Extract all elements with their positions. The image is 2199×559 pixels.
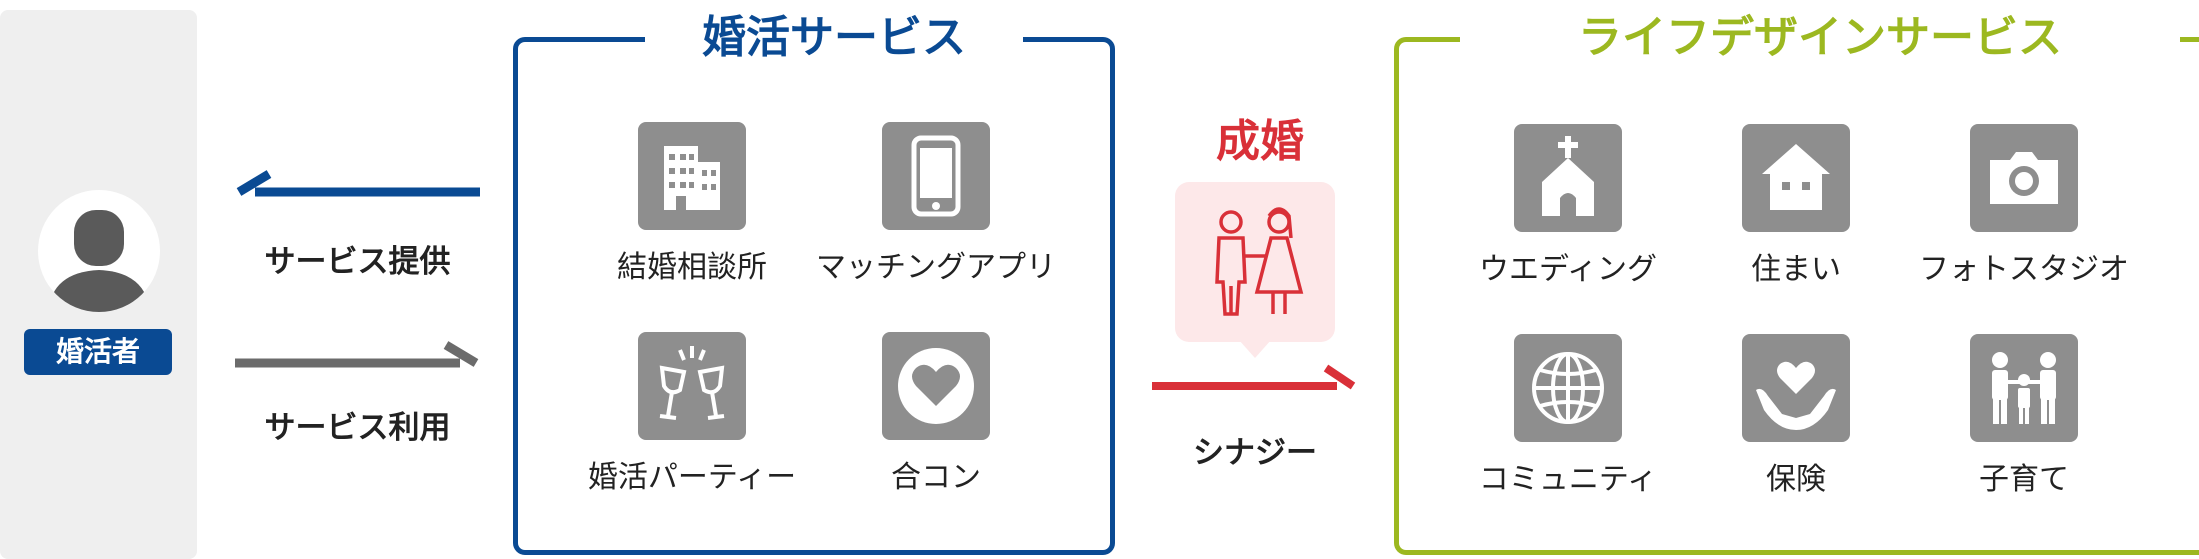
globe-icon	[1514, 334, 1622, 442]
synergy-label: シナジー	[1193, 435, 1317, 471]
service-label: コミュニティ	[1478, 462, 1658, 497]
heart-hands-icon	[1742, 334, 1850, 442]
synergy-arrow	[1152, 364, 1356, 390]
smartphone-icon	[882, 122, 990, 230]
marriage-label: 成婚	[1216, 116, 1304, 167]
service-provide-label: サービス提供	[264, 244, 451, 280]
service-label: ウエディング	[1479, 252, 1657, 287]
service-label: 婚活パーティー	[587, 460, 797, 495]
camera-icon	[1970, 124, 2078, 232]
house-icon	[1742, 124, 1850, 232]
toast-glasses-icon	[638, 332, 746, 440]
person-icon	[38, 190, 160, 312]
user-badge: 婚活者	[24, 329, 172, 375]
family-icon	[1970, 334, 2078, 442]
service-label: 保険	[1766, 462, 1826, 497]
service-label: 住まい	[1751, 252, 1841, 287]
konkatsu-service-title: 婚活サービス	[645, 8, 1023, 68]
bride-groom-icon	[1175, 182, 1335, 358]
heart-icon	[882, 332, 990, 440]
service-label: マッチングアプリ	[816, 250, 1056, 285]
building-icon	[638, 122, 746, 230]
service-label: 合コン	[891, 460, 981, 495]
service-label: フォトスタジオ	[1919, 252, 2129, 287]
service-provide-arrow	[236, 170, 480, 197]
life-design-service-title: ライフデザインサービス	[1460, 8, 2180, 68]
service-use-label: サービス利用	[264, 410, 451, 446]
service-label: 結婚相談所	[617, 250, 767, 285]
service-use-arrow	[235, 341, 479, 368]
service-label: 子育て	[1979, 462, 2069, 497]
chapel-icon	[1514, 124, 1622, 232]
